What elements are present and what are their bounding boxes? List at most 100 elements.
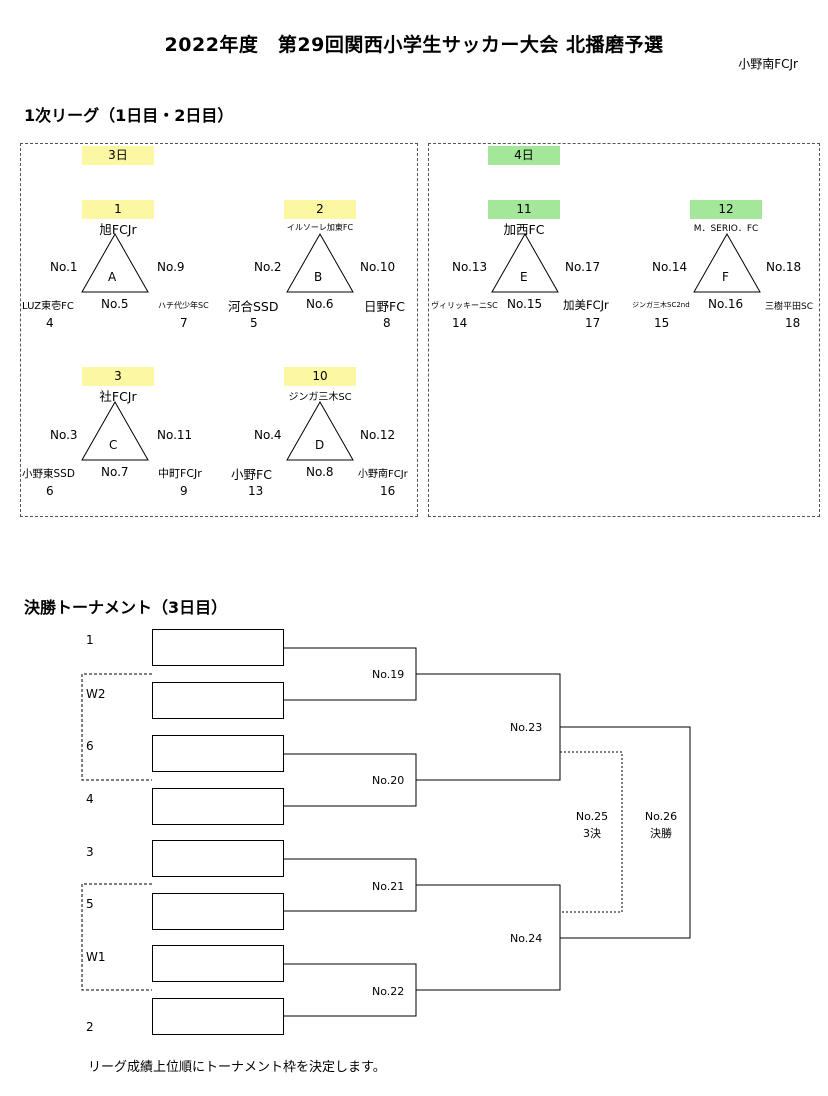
- slot-label: W2: [86, 687, 106, 701]
- group-triangle: [286, 400, 354, 461]
- group-letter: C: [109, 438, 118, 452]
- group-seed: 1: [82, 200, 154, 219]
- group-right-num: 7: [180, 316, 188, 330]
- day-label-right: 4日: [488, 146, 560, 165]
- match-label: No.21: [372, 880, 405, 893]
- group-top-team: 加西FC: [503, 222, 545, 237]
- group-right-num: 17: [585, 316, 601, 330]
- group-left-team: ジンガ三木SC2nd: [632, 301, 690, 309]
- group-left-num: 13: [248, 484, 264, 498]
- group-right-num: 9: [180, 484, 188, 498]
- match-label: No.26: [644, 810, 678, 823]
- group-top-team: ジンガ三木SC: [288, 392, 352, 403]
- match-sublabel: 決勝: [650, 827, 672, 840]
- group-right-team: 日野FC: [364, 299, 405, 314]
- group-triangle: [491, 232, 559, 293]
- tournament-heading: 決勝トーナメント（3日目）: [24, 598, 228, 617]
- league-heading: 1次リーグ（1日目・2日目）: [24, 106, 234, 125]
- match-label: No.20: [372, 774, 405, 787]
- group-left-team: 河合SSD: [228, 299, 279, 314]
- team-slot-box: [152, 735, 284, 772]
- group-left-team: LUZ東壱FC: [22, 301, 74, 312]
- group-left-match: No.1: [50, 260, 78, 274]
- group-left-team: 小野FC: [231, 467, 272, 482]
- group-triangle: [81, 400, 149, 461]
- group-triangle: [693, 232, 761, 293]
- group-bottom-match: No.6: [306, 297, 334, 311]
- group-left-team: ヴィリッキーニSC: [431, 301, 498, 310]
- group-seed: 11: [488, 200, 560, 219]
- group-top-team: イルソーレ加東FC: [286, 223, 354, 232]
- group-bottom-match: No.15: [507, 297, 543, 311]
- group-right-team: 三樹平田SC: [765, 302, 813, 312]
- group-seed: 3: [82, 367, 154, 386]
- group-left-num: 6: [46, 484, 54, 498]
- group-right-team: 中町FCJr: [158, 467, 202, 480]
- group-right-match: No.11: [157, 428, 193, 442]
- group-seed: 2: [284, 200, 356, 219]
- slot-label: 1: [86, 633, 94, 647]
- group-bottom-match: No.7: [101, 465, 129, 479]
- group-top-team: 旭FCJr: [99, 222, 137, 237]
- match-sublabel: 3決: [583, 827, 601, 840]
- group-right-match: No.9: [157, 260, 185, 274]
- slot-label: 4: [86, 792, 94, 806]
- slot-label: 6: [86, 739, 94, 753]
- group-right-num: 16: [380, 484, 396, 498]
- group-left-team: 小野東SSD: [22, 468, 75, 480]
- group-right-match: No.17: [565, 260, 601, 274]
- group-right-match: No.12: [360, 428, 396, 442]
- slot-label: 2: [86, 1020, 94, 1034]
- league-box-left: [20, 143, 418, 517]
- group-left-num: 14: [452, 316, 468, 330]
- match-label: No.24: [510, 932, 543, 945]
- group-bottom-match: No.16: [708, 297, 744, 311]
- group-bottom-match: No.8: [306, 465, 334, 479]
- group-right-match: No.10: [360, 260, 396, 274]
- group-left-match: No.14: [652, 260, 688, 274]
- group-right-team: ハチ代少年SC: [158, 301, 209, 310]
- slot-label: 5: [86, 897, 94, 911]
- group-right-num: 8: [383, 316, 391, 330]
- slot-label: W1: [86, 950, 106, 964]
- group-left-match: No.3: [50, 428, 78, 442]
- group-triangle: [286, 232, 354, 293]
- team-slot-box: [152, 998, 284, 1035]
- group-seed: 10: [284, 367, 356, 386]
- group-right-match: No.18: [766, 260, 802, 274]
- group-bottom-match: No.5: [101, 297, 129, 311]
- group-top-team: M．SERIO．FC: [693, 224, 759, 234]
- group-letter: E: [520, 270, 528, 284]
- team-slot-box: [152, 945, 284, 982]
- group-right-team: 小野南FCJr: [358, 469, 408, 480]
- group-left-num: 5: [250, 316, 258, 330]
- team-slot-box: [152, 629, 284, 666]
- group-left-num: 15: [654, 316, 670, 330]
- group-letter: A: [108, 270, 117, 284]
- league-box-right: [428, 143, 820, 517]
- group-top-team: 社FCJr: [99, 389, 137, 404]
- group-triangle: [81, 232, 149, 293]
- day-label-left: 3日: [82, 146, 154, 165]
- group-letter: B: [314, 270, 323, 284]
- group-right-num: 18: [785, 316, 801, 330]
- slot-label: 3: [86, 845, 94, 859]
- match-label: No.23: [510, 721, 543, 734]
- team-slot-box: [152, 682, 284, 719]
- group-letter: D: [315, 438, 325, 452]
- match-label: No.22: [372, 985, 405, 998]
- page-title: 2022年度 第29回関西小学生サッカー大会 北播磨予選: [164, 34, 664, 56]
- team-slot-box: [152, 840, 284, 877]
- footnote: リーグ成績上位順にトーナメント枠を決定します。: [88, 1060, 386, 1075]
- match-label: No.25: [575, 810, 609, 823]
- group-left-num: 4: [46, 316, 54, 330]
- author-label: 小野南FCJr: [738, 57, 798, 71]
- team-slot-box: [152, 788, 284, 825]
- group-letter: F: [722, 270, 729, 284]
- group-left-match: No.4: [254, 428, 282, 442]
- group-seed: 12: [690, 200, 762, 219]
- team-slot-box: [152, 893, 284, 930]
- group-left-match: No.13: [452, 260, 488, 274]
- match-label: No.19: [372, 668, 405, 681]
